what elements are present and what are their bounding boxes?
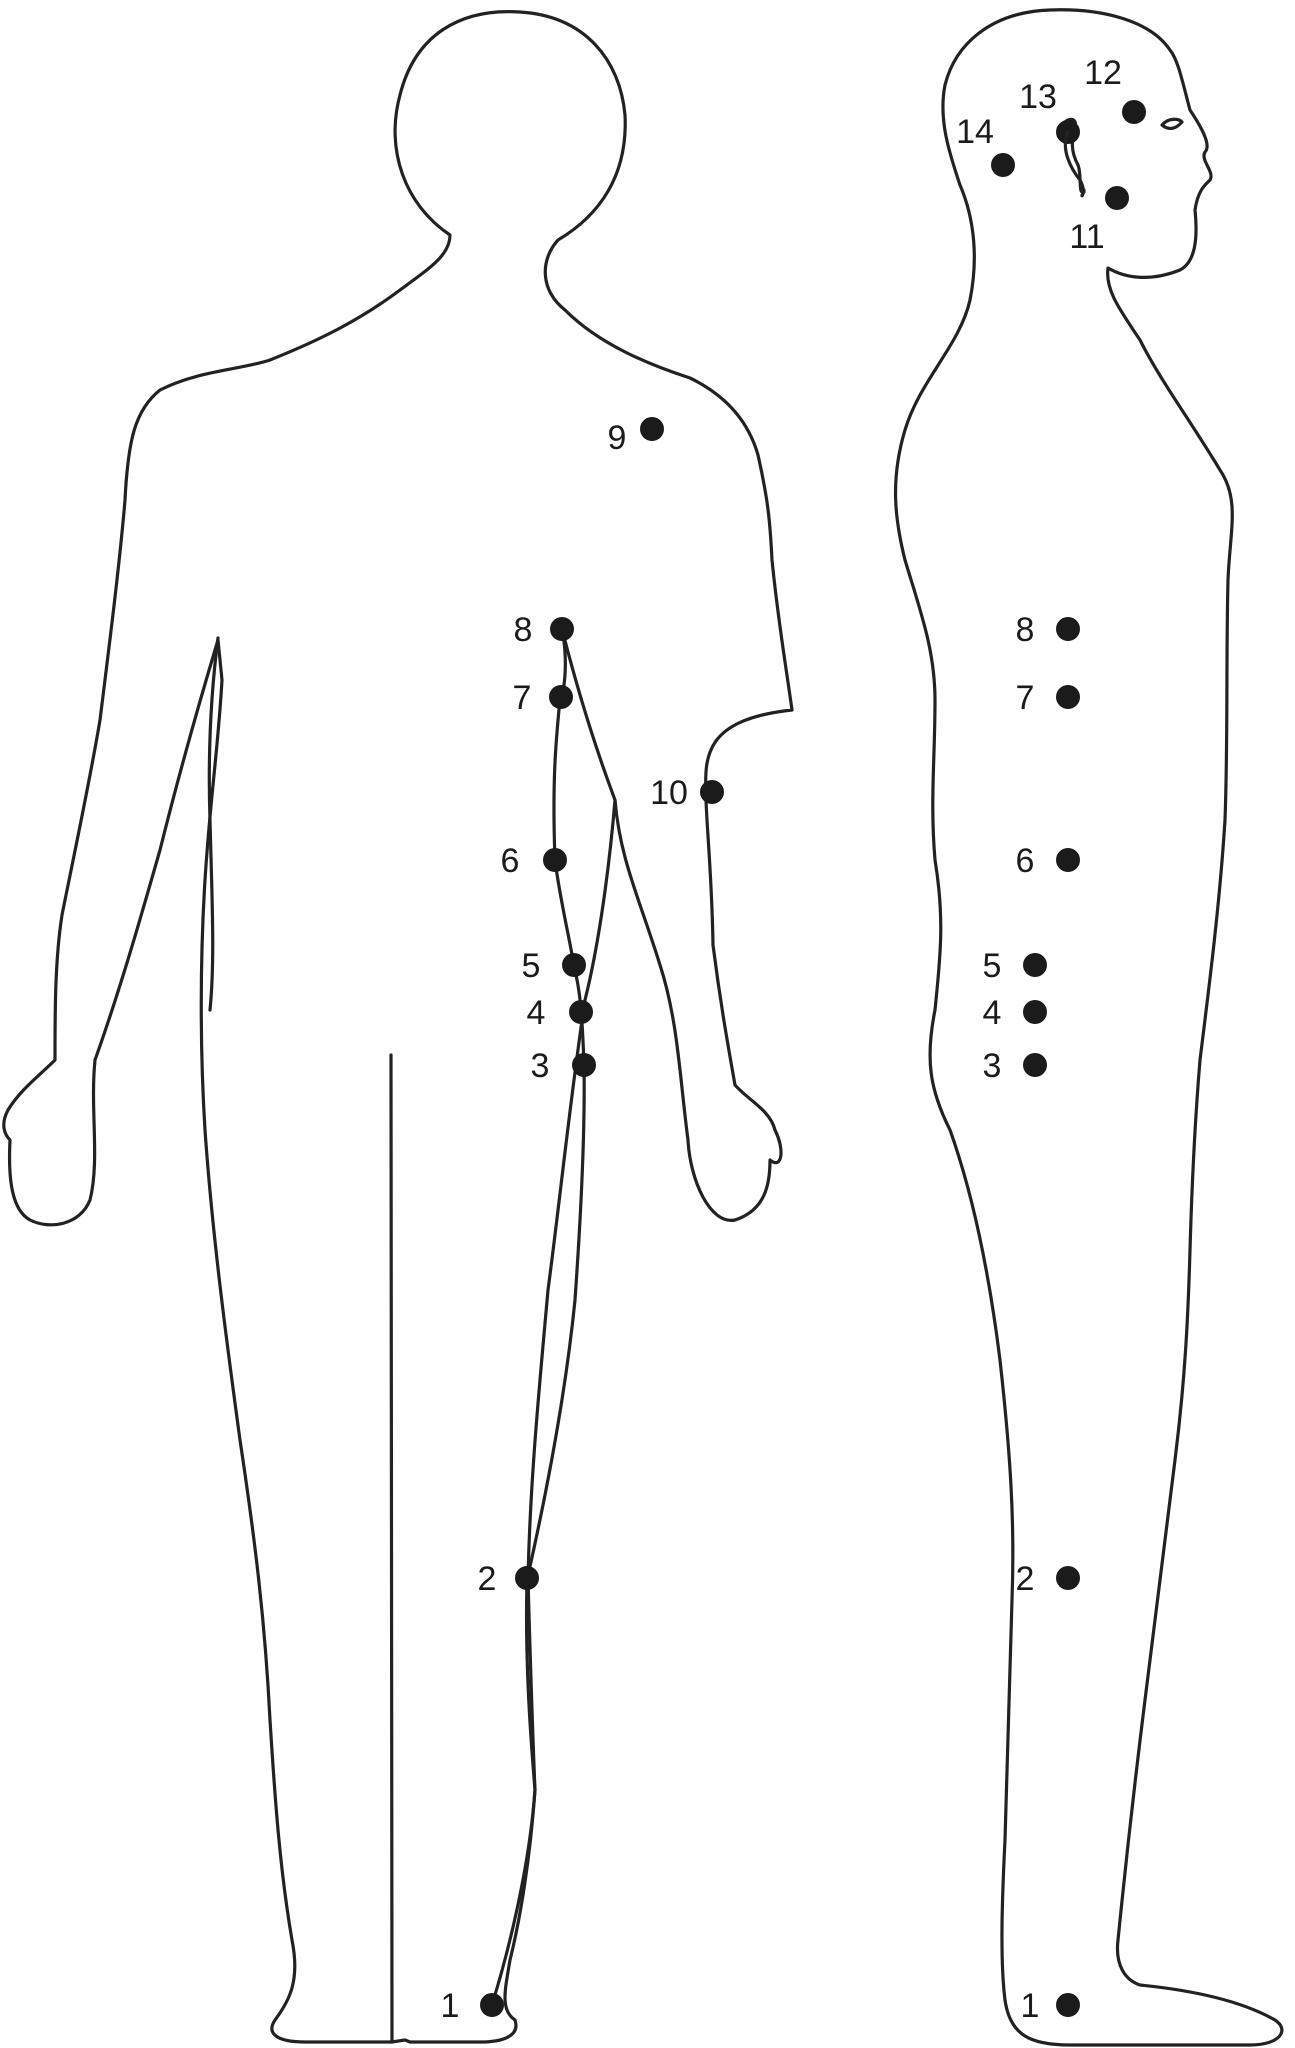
side-point-7: 7 <box>1016 679 1080 717</box>
side-point-6-dot <box>1056 848 1080 872</box>
side-point-5-dot <box>1023 953 1047 977</box>
side-point-7-label: 7 <box>1016 679 1035 717</box>
side-eye <box>1160 117 1184 130</box>
front-point-6-label: 6 <box>501 842 520 880</box>
side-point-14-dot <box>991 153 1015 177</box>
front-point-5-dot <box>562 953 586 977</box>
side-head-nerve-line <box>1063 130 1086 198</box>
front-point-2: 2 <box>478 1560 539 1598</box>
side-point-11-dot <box>1105 186 1129 210</box>
front-point-9-dot <box>640 417 664 441</box>
front-point-7-dot <box>549 685 573 709</box>
side-point-4-label: 4 <box>983 994 1002 1032</box>
side-body-outline <box>893 8 1284 2047</box>
front-point-4-label: 4 <box>527 994 546 1032</box>
front-point-5: 5 <box>522 947 586 985</box>
front-body-outline <box>2 10 794 2044</box>
side-point-2-label: 2 <box>1016 1560 1035 1598</box>
front-point-2-dot <box>515 1566 539 1590</box>
side-point-5: 5 <box>983 947 1047 985</box>
side-point-11: 11 <box>1069 186 1129 256</box>
front-inner-arm-line <box>207 636 220 1012</box>
side-point-3: 3 <box>983 1047 1047 1085</box>
side-point-12: 12 <box>1084 54 1146 124</box>
side-point-8: 8 <box>1016 611 1080 649</box>
side-point-1-label: 1 <box>1021 1987 1040 2025</box>
side-point-13: 13 <box>1019 78 1080 144</box>
front-point-6-dot <box>543 848 567 872</box>
front-arm-nerve-line <box>560 627 617 802</box>
side-point-8-dot <box>1056 617 1080 641</box>
side-point-12-dot <box>1122 100 1146 124</box>
front-point-1-label: 1 <box>441 1987 460 2025</box>
front-point-3-label: 3 <box>531 1047 550 1085</box>
front-leg-division-line <box>389 1053 394 2044</box>
side-point-13-label: 13 <box>1019 78 1057 116</box>
front-point-9-label: 9 <box>608 419 627 457</box>
front-point-10: 10 <box>650 774 724 812</box>
front-point-8-dot <box>550 617 574 641</box>
side-point-3-label: 3 <box>983 1047 1002 1085</box>
side-point-1: 1 <box>1021 1987 1080 2025</box>
front-point-10-dot <box>700 780 724 804</box>
side-point-3-dot <box>1023 1053 1047 1077</box>
front-point-10-label: 10 <box>650 774 688 812</box>
side-point-11-label: 11 <box>1069 218 1104 256</box>
side-point-4-dot <box>1023 1000 1047 1024</box>
front-point-7-label: 7 <box>513 679 532 717</box>
front-point-4: 4 <box>527 994 593 1032</box>
front-point-1: 1 <box>441 1987 504 2025</box>
side-view <box>893 8 1284 2047</box>
front-point-2-label: 2 <box>478 1560 497 1598</box>
side-point-5-label: 5 <box>983 947 1002 985</box>
side-point-6-label: 6 <box>1016 842 1035 880</box>
front-point-3-dot <box>572 1053 596 1077</box>
side-point-7-dot <box>1056 685 1080 709</box>
front-point-9: 9 <box>608 417 664 457</box>
front-point-4-dot <box>569 1000 593 1024</box>
side-point-12-label: 12 <box>1084 54 1122 92</box>
front-point-6: 6 <box>501 842 567 880</box>
side-point-6: 6 <box>1016 842 1080 880</box>
side-point-4: 4 <box>983 994 1047 1032</box>
front-point-8-label: 8 <box>514 611 533 649</box>
front-point-3: 3 <box>531 1047 596 1085</box>
side-point-14-label: 14 <box>956 113 994 151</box>
front-view <box>2 10 794 2044</box>
front-point-7: 7 <box>513 679 573 717</box>
side-point-1-dot <box>1056 1993 1080 2017</box>
front-point-5-label: 5 <box>522 947 541 985</box>
side-point-8-label: 8 <box>1016 611 1035 649</box>
side-point-2-dot <box>1056 1566 1080 1590</box>
side-point-2: 2 <box>1016 1560 1080 1598</box>
front-point-8: 8 <box>514 611 574 649</box>
front-nerve-line <box>490 627 586 2007</box>
side-point-14: 14 <box>956 113 1015 177</box>
front-point-1-dot <box>480 1993 504 2017</box>
